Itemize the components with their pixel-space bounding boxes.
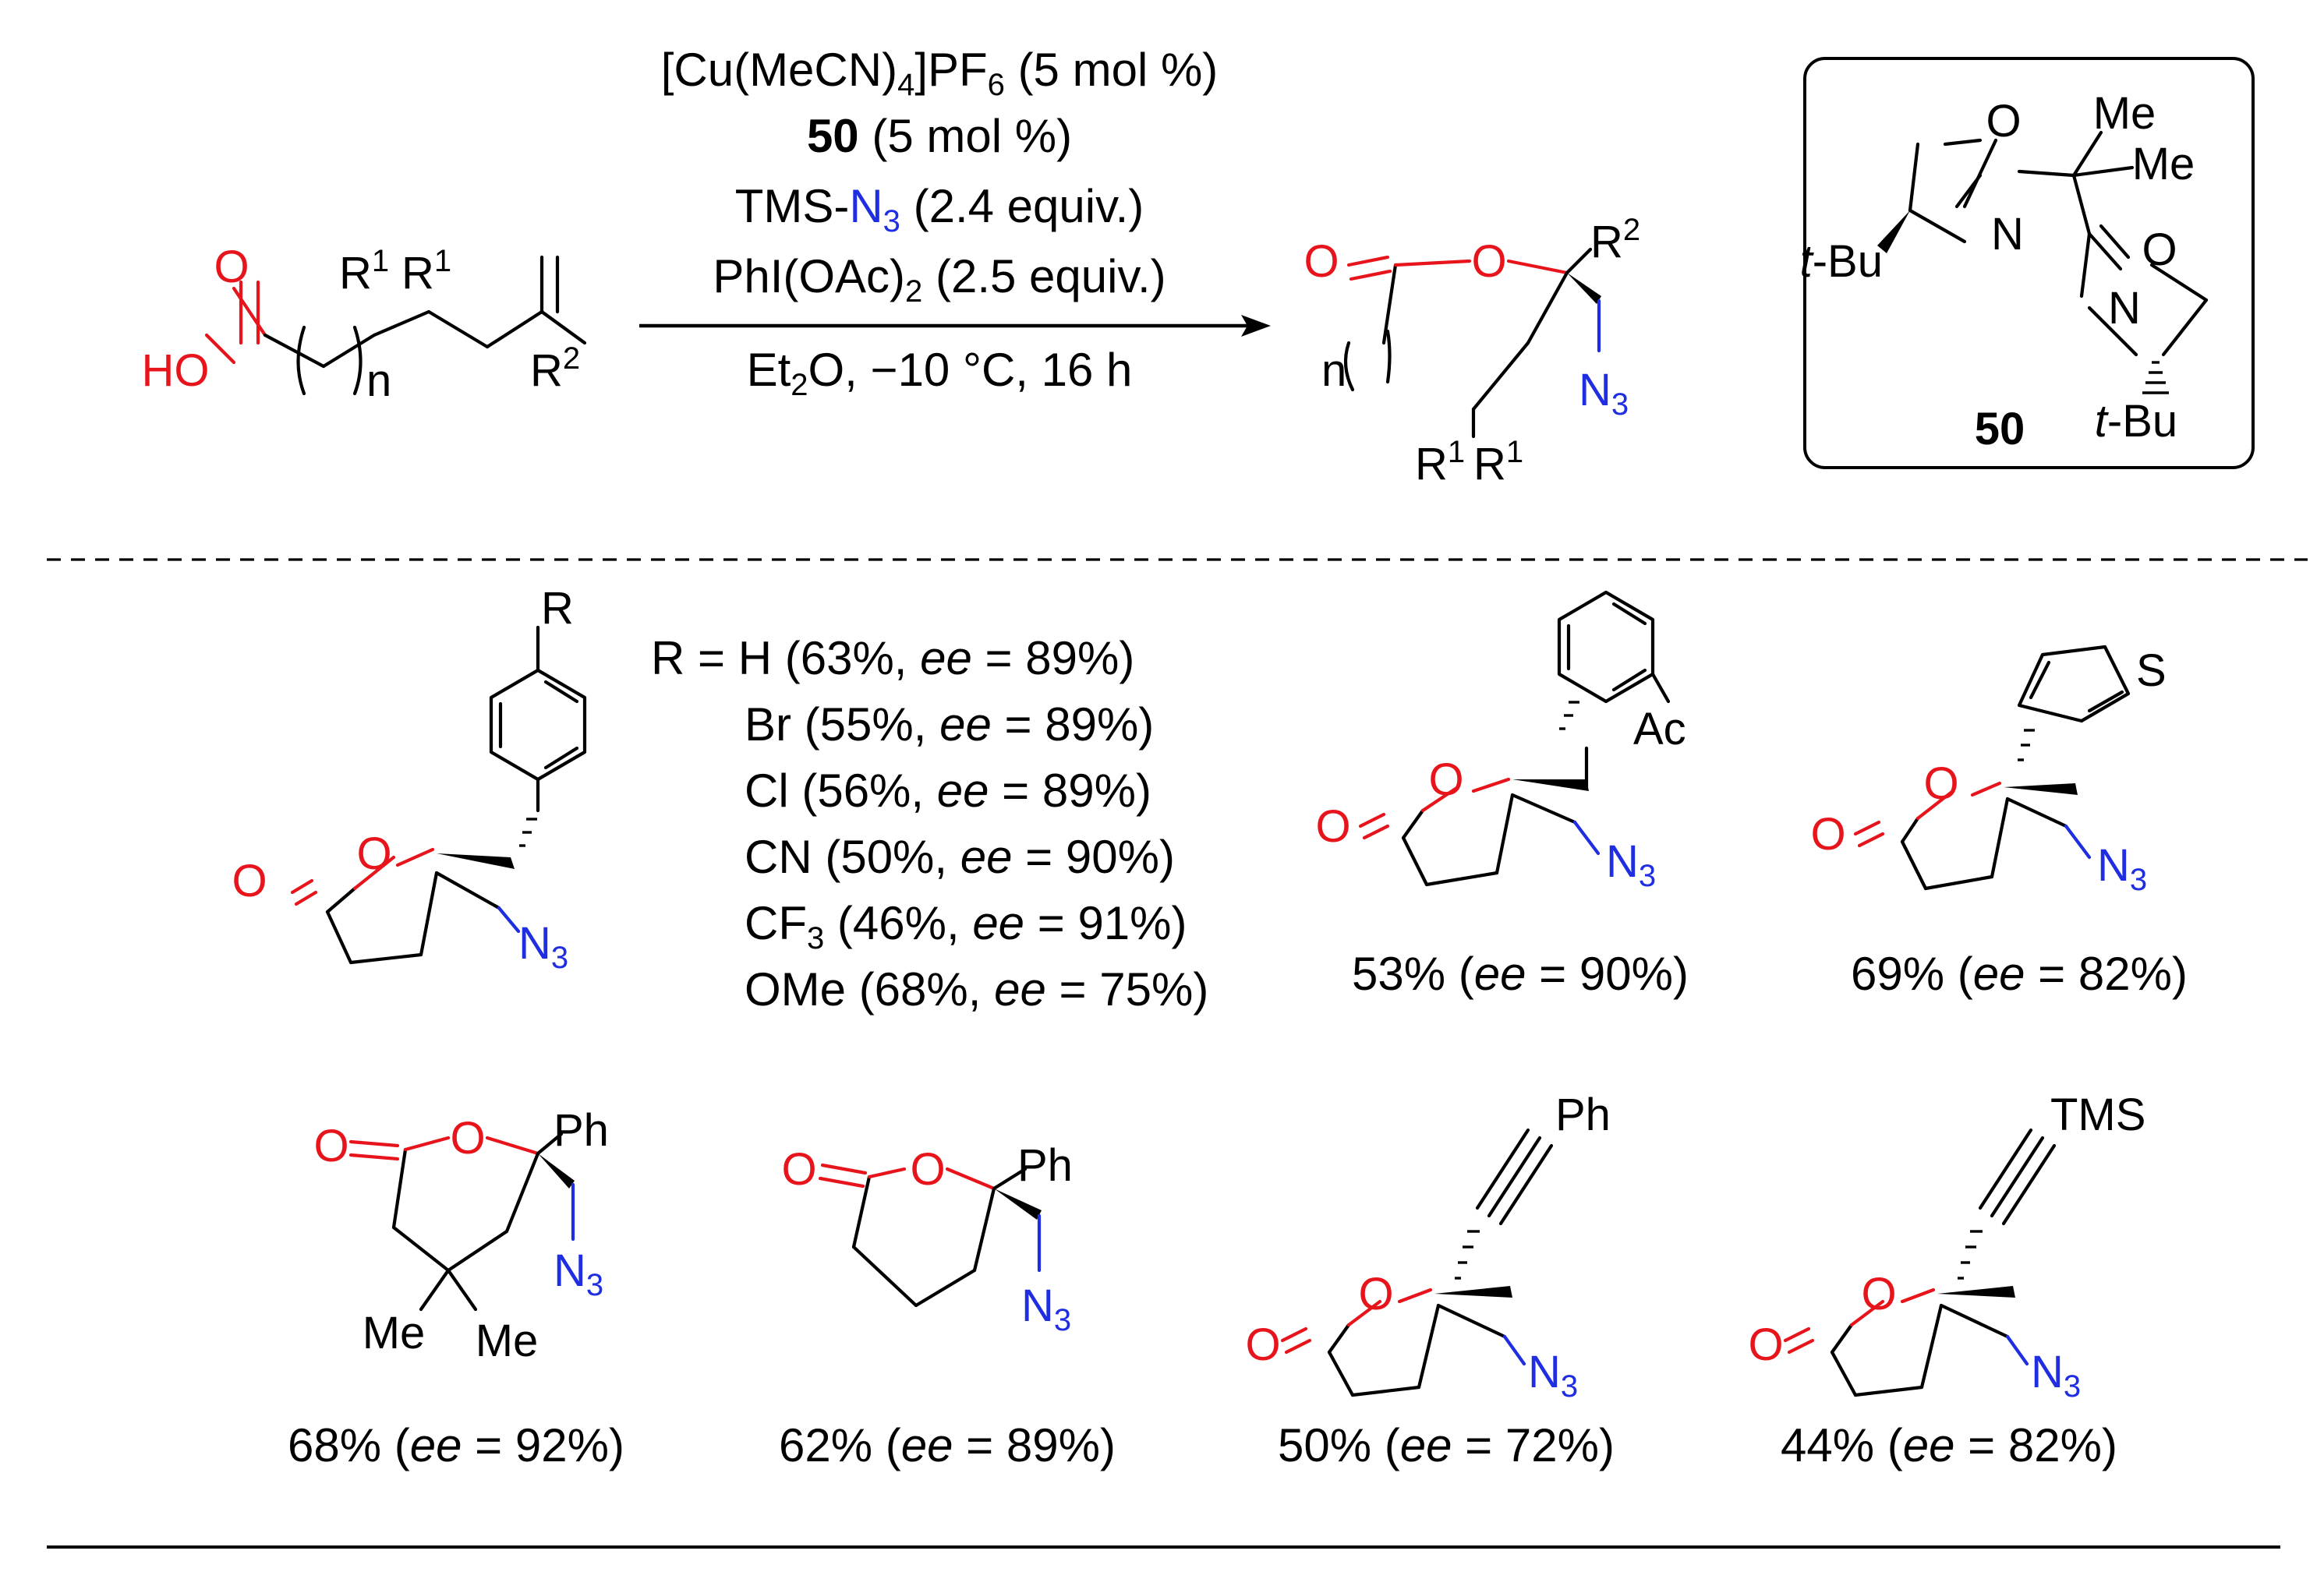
- acetyl-carbonyl-o: O: [1315, 801, 1350, 852]
- product-r1-a: R1: [1415, 435, 1465, 489]
- series-row-cf3: CF3 (46%, ee = 91%): [745, 897, 1187, 955]
- conditions-text: Et2O, −10 °C, 16 h: [747, 344, 1133, 402]
- thienyl-s-label: S: [2136, 645, 2167, 696]
- substrate-n: n: [366, 355, 391, 406]
- alkyne-ph-azide: N3: [1528, 1347, 1578, 1404]
- dimethyl-yield: 68% (ee = 92%): [288, 1419, 624, 1471]
- alkyne-ph-carbonyl-o: O: [1245, 1319, 1280, 1370]
- substrate-r2: R2: [530, 341, 580, 396]
- ligand-loading-text: 50 (5 mol %): [807, 110, 1072, 162]
- product-carbonyl-o: O: [1303, 236, 1339, 287]
- acetyl-yield: 53% (ee = 90%): [1352, 948, 1689, 1000]
- dimethyl-ring-o: O: [450, 1113, 485, 1164]
- dimethyl-azide: N3: [554, 1245, 603, 1302]
- alkyne-ph-ring-o: O: [1358, 1269, 1393, 1319]
- six-ring-ph: Ph: [1017, 1140, 1073, 1191]
- dimethyl-ph: Ph: [554, 1105, 609, 1156]
- dimethyl-me-2: Me: [476, 1316, 539, 1366]
- alkyne-tms-azide: N3: [2031, 1347, 2081, 1404]
- series-row-ome: OMe (68%, ee = 75%): [745, 963, 1208, 1016]
- aryl-r-label: R: [541, 583, 574, 634]
- thienyl-ring-o: O: [1923, 758, 1958, 809]
- substrate-acid: O HO n R1 R1 R2: [142, 242, 587, 406]
- catalyst-text: [Cu(MeCN)4]PF6 (5 mol %): [661, 44, 1219, 102]
- ligand-me-2: Me: [2132, 139, 2195, 189]
- alkyne-tms-ring-o: O: [1861, 1269, 1896, 1319]
- aryl-carbonyl-o: O: [232, 856, 267, 906]
- example-thienyl: S O O N3 69% (ee = 82%): [1810, 645, 2188, 1000]
- acetyl-azide: N3: [1606, 836, 1656, 893]
- alkyne-ph-yield: 50% (ee = 72%): [1278, 1419, 1615, 1471]
- hashed-bond: [2142, 361, 2169, 394]
- alkyne-tms-label: TMS: [2050, 1090, 2145, 1140]
- substrate-carbonyl-o: O: [214, 242, 249, 292]
- example-six-ring: O O Ph N3 62% (ee = 89%): [779, 1140, 1116, 1471]
- alkyne-tms-yield: 44% (ee = 82%): [1781, 1419, 2117, 1471]
- ligand-n-1: N: [1991, 209, 2024, 260]
- ligand-tbu-1: t-Bu: [1800, 236, 1883, 287]
- six-ring-azide: N3: [1021, 1280, 1071, 1337]
- acetyl-label: Ac: [1633, 704, 1686, 754]
- azide-reagent-text: TMS-N3 (2.4 equiv.): [735, 180, 1144, 238]
- hashed-bond: [1958, 1230, 1983, 1280]
- product-r1-b: R1: [1473, 435, 1523, 489]
- product-lactone: O O n N3 R2 R1 R1: [1303, 213, 1640, 489]
- product-ring-o: O: [1471, 236, 1506, 287]
- thienyl-carbonyl-o: O: [1810, 809, 1845, 860]
- product-azide: N3: [1579, 365, 1629, 422]
- ligand-n-2: N: [2108, 283, 2141, 334]
- dimethyl-carbonyl-o: O: [313, 1121, 348, 1171]
- ligand-box: O N Me Me O N t-Bu t-Bu 50: [1800, 57, 2255, 469]
- ligand-me-1: Me: [2093, 88, 2156, 139]
- hashed-bond: [519, 818, 537, 847]
- oxidant-text: PhI(OAc)2 (2.5 equiv.): [713, 250, 1166, 309]
- product-r2: R2: [1590, 213, 1640, 267]
- six-ring-o: O: [910, 1144, 945, 1195]
- six-ring-carbonyl-o: O: [781, 1144, 816, 1195]
- ligand-label: 50: [1975, 404, 2025, 454]
- alkyne-tms-carbonyl-o: O: [1748, 1319, 1783, 1370]
- series-row-br: Br (55%, ee = 89%): [745, 698, 1154, 751]
- substrate-r1-b: R1: [401, 244, 451, 298]
- substrate-r1-a: R1: [339, 244, 389, 298]
- ligand-o-1: O: [1986, 96, 2021, 147]
- example-aryl-series: R O O N3: [232, 583, 587, 975]
- product-n: n: [1321, 345, 1346, 396]
- thienyl-yield: 69% (ee = 82%): [1851, 948, 2188, 1000]
- ligand-tbu-2: t-Bu: [2095, 396, 2177, 447]
- reagent-block: [Cu(MeCN)4]PF6 (5 mol %) 50 (5 mol %) TM…: [661, 44, 1219, 402]
- hashed-bond: [1455, 1230, 1480, 1280]
- series-row-cn: CN (50%, ee = 90%): [745, 831, 1175, 883]
- aryl-ring-o: O: [356, 828, 391, 879]
- six-ring-yield: 62% (ee = 89%): [779, 1419, 1116, 1471]
- acetyl-ring-o: O: [1428, 754, 1463, 805]
- series-row-cl: Cl (56%, ee = 89%): [745, 765, 1151, 817]
- dimethyl-me-1: Me: [363, 1308, 426, 1358]
- example-alkyne-ph: Ph O O N3 50% (ee = 72%): [1245, 1090, 1615, 1471]
- example-alkyne-tms: TMS O O N3 44% (ee = 82%): [1748, 1090, 2145, 1471]
- alkyne-ph-label: Ph: [1555, 1090, 1611, 1140]
- hashed-bond: [2018, 729, 2035, 761]
- example-ortho-acetyl: Ac O O N3 53% (ee = 90%): [1315, 590, 1689, 1000]
- thienyl-azide: N3: [2097, 840, 2147, 897]
- ligand-o-2: O: [2142, 224, 2177, 275]
- aryl-azide: N3: [518, 918, 568, 975]
- series-row-h: R = H (63%, ee = 89%): [651, 632, 1134, 684]
- substrate-hydroxyl: HO: [142, 345, 210, 396]
- hashed-bond: [1559, 701, 1579, 730]
- substituent-table: R = H (63%, ee = 89%) Br (55%, ee = 89%)…: [651, 632, 1208, 1016]
- example-dimethyl: O O Ph N3 Me Me 68% (ee = 92%): [288, 1105, 624, 1471]
- reaction-arrow: [639, 315, 1271, 337]
